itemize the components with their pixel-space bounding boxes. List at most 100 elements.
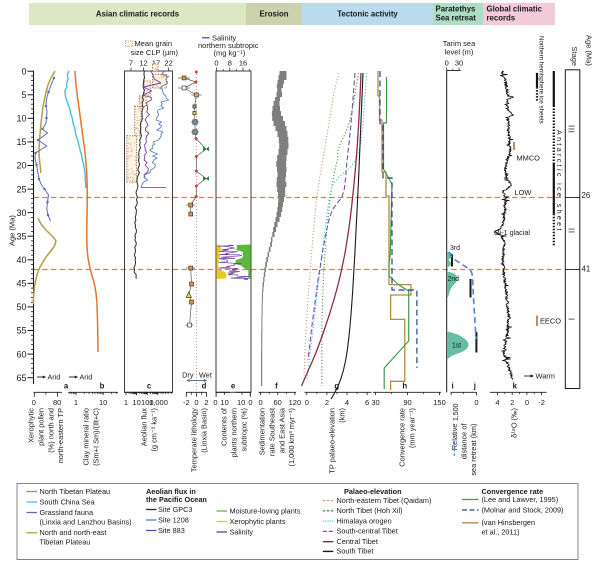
svg-text:90: 90 [403,398,411,407]
svg-text:15: 15 [16,137,26,147]
svg-text:South-central Tibet: South-central Tibet [337,527,398,536]
svg-text:0: 0 [214,59,218,68]
svg-text:Moisture-loving plants: Moisture-loving plants [230,506,301,515]
svg-text:2: 2 [204,398,208,407]
svg-text:Asian climatic records: Asian climatic records [96,10,180,19]
svg-text:10: 10 [220,398,228,407]
svg-text:plant pollen: plant pollen [36,408,45,446]
svg-text:Global climatic: Global climatic [487,5,543,14]
svg-text:MMCO: MMCO [517,154,541,163]
svg-text:Age (Ma): Age (Ma) [585,35,594,66]
svg-text:(van Hinsbergen: (van Hinsbergen [482,518,536,527]
svg-text:(%) north and: (%) north and [46,408,55,453]
svg-text:Antarctic ice sheet: Antarctic ice sheet [555,130,562,233]
svg-text:the Pacific Ocean: the Pacific Ocean [146,495,207,504]
svg-text:0: 0 [474,398,478,407]
svg-text:2: 2 [510,398,514,407]
svg-text:Mean grain: Mean grain [135,39,173,48]
svg-text:Contents of: Contents of [220,407,229,446]
svg-text:Himalaya orogen: Himalaya orogen [337,516,392,525]
svg-text:size CLP (µm): size CLP (µm) [131,48,179,57]
svg-text:Convergence rate: Convergence rate [482,487,544,496]
svg-text:6: 6 [365,398,369,407]
svg-text:Salinity: Salinity [230,527,254,536]
svg-text:60: 60 [16,349,26,359]
svg-text:sea retreat (km): sea retreat (km) [469,424,478,476]
svg-text:d: d [202,382,207,391]
svg-text:subtropic (%): subtropic (%) [239,408,248,452]
svg-text:60: 60 [274,398,282,407]
svg-text:1st: 1st [452,343,461,350]
svg-text:Aeolian flux in: Aeolian flux in [146,487,196,496]
svg-text:30: 30 [16,208,26,218]
svg-text:Sedimentation: Sedimentation [258,408,267,455]
svg-text:Xerophytic plants: Xerophytic plants [230,517,286,526]
svg-text:distance of: distance of [460,423,469,460]
svg-text:Age (Ma): Age (Ma) [8,215,17,246]
svg-text:1,000: 1,000 [149,398,168,407]
svg-text:25: 25 [16,184,26,194]
svg-text:Tibetan Plateau: Tibetan Plateau [40,538,91,547]
svg-text:4: 4 [345,398,349,407]
svg-text:Arid: Arid [48,373,61,382]
svg-text:150: 150 [433,398,446,407]
svg-text:North and north-east: North and north-east [40,528,107,537]
svg-text:-2: -2 [183,398,190,407]
svg-text:level (m): level (m) [445,48,474,57]
svg-text:Warm: Warm [536,372,555,381]
svg-text:(Linxia and Lanzhou Basins): (Linxia and Lanzhou Basins) [40,517,132,526]
svg-text:f: f [275,382,278,391]
svg-text:3rd: 3rd [450,245,460,252]
svg-text:I: I [567,318,576,320]
svg-text:Dry: Dry [182,371,194,380]
svg-text:0: 0 [445,59,449,68]
svg-text:and East Asia: and East Asia [277,407,286,453]
svg-text:Arid: Arid [80,373,93,382]
svg-text:80: 80 [53,398,61,407]
svg-text:2: 2 [325,398,329,407]
svg-text:k: k [513,382,518,391]
svg-text:North Tibetan Plateau: North Tibetan Plateau [40,487,111,496]
svg-text:Northern hemisphere ice sheets: Northern hemisphere ice sheets [538,36,545,124]
svg-text:Convergence rate: Convergence rate [398,408,407,467]
svg-text:Salinity: Salinity [212,33,236,42]
svg-text:120: 120 [289,398,302,407]
svg-text:8: 8 [228,59,232,68]
svg-text:100: 100 [141,398,154,407]
svg-text:e: e [231,382,236,391]
svg-text:north-eastern TP: north-eastern TP [56,408,65,463]
svg-text:10: 10 [237,398,245,407]
svg-text:Site 883: Site 883 [158,526,185,535]
svg-text:a: a [64,382,69,391]
svg-text:0: 0 [21,66,26,76]
svg-text:(Linxia Basin): (Linxia Basin) [199,408,208,453]
svg-text:22: 22 [164,59,172,68]
svg-text:(mg kg⁻¹): (mg kg⁻¹) [214,49,246,58]
svg-text:-2: -2 [538,398,545,407]
svg-text:LOW: LOW [515,188,532,197]
svg-text:(1,000 km³ myr⁻¹): (1,000 km³ myr⁻¹) [287,408,296,467]
svg-text:26: 26 [582,191,591,200]
svg-text:10: 10 [132,398,140,407]
svg-text:0: 0 [259,398,263,407]
svg-text:b: b [100,382,105,391]
svg-text:Wet: Wet [199,371,212,380]
svg-text:Temperate lithology: Temperate lithology [190,408,199,472]
svg-text:TP palaeo-elevation: TP palaeo-elevation [328,408,337,474]
svg-text:17: 17 [152,59,160,68]
svg-text:North-eastern Tibet (Qaidam): North-eastern Tibet (Qaidam) [337,496,432,505]
svg-text:II: II [567,228,576,234]
svg-text:EECO: EECO [540,317,561,326]
svg-text:South Tibet: South Tibet [337,547,374,556]
svg-text:1,500: 1,500 [453,403,460,421]
svg-text:0: 0 [525,398,529,407]
svg-text:(mm year⁻¹): (mm year⁻¹) [407,408,416,448]
svg-text:North Tibet (Hoh Xil): North Tibet (Hoh Xil) [337,506,403,515]
svg-text:j: j [473,382,476,391]
svg-text:Sea retreat: Sea retreat [436,14,477,23]
svg-text:rate Southeast: rate Southeast [267,408,276,456]
svg-text:1: 1 [74,398,78,407]
svg-text:35: 35 [16,231,26,241]
svg-text:Oi-1 glacial: Oi-1 glacial [494,228,530,237]
svg-text:0: 0 [194,398,198,407]
